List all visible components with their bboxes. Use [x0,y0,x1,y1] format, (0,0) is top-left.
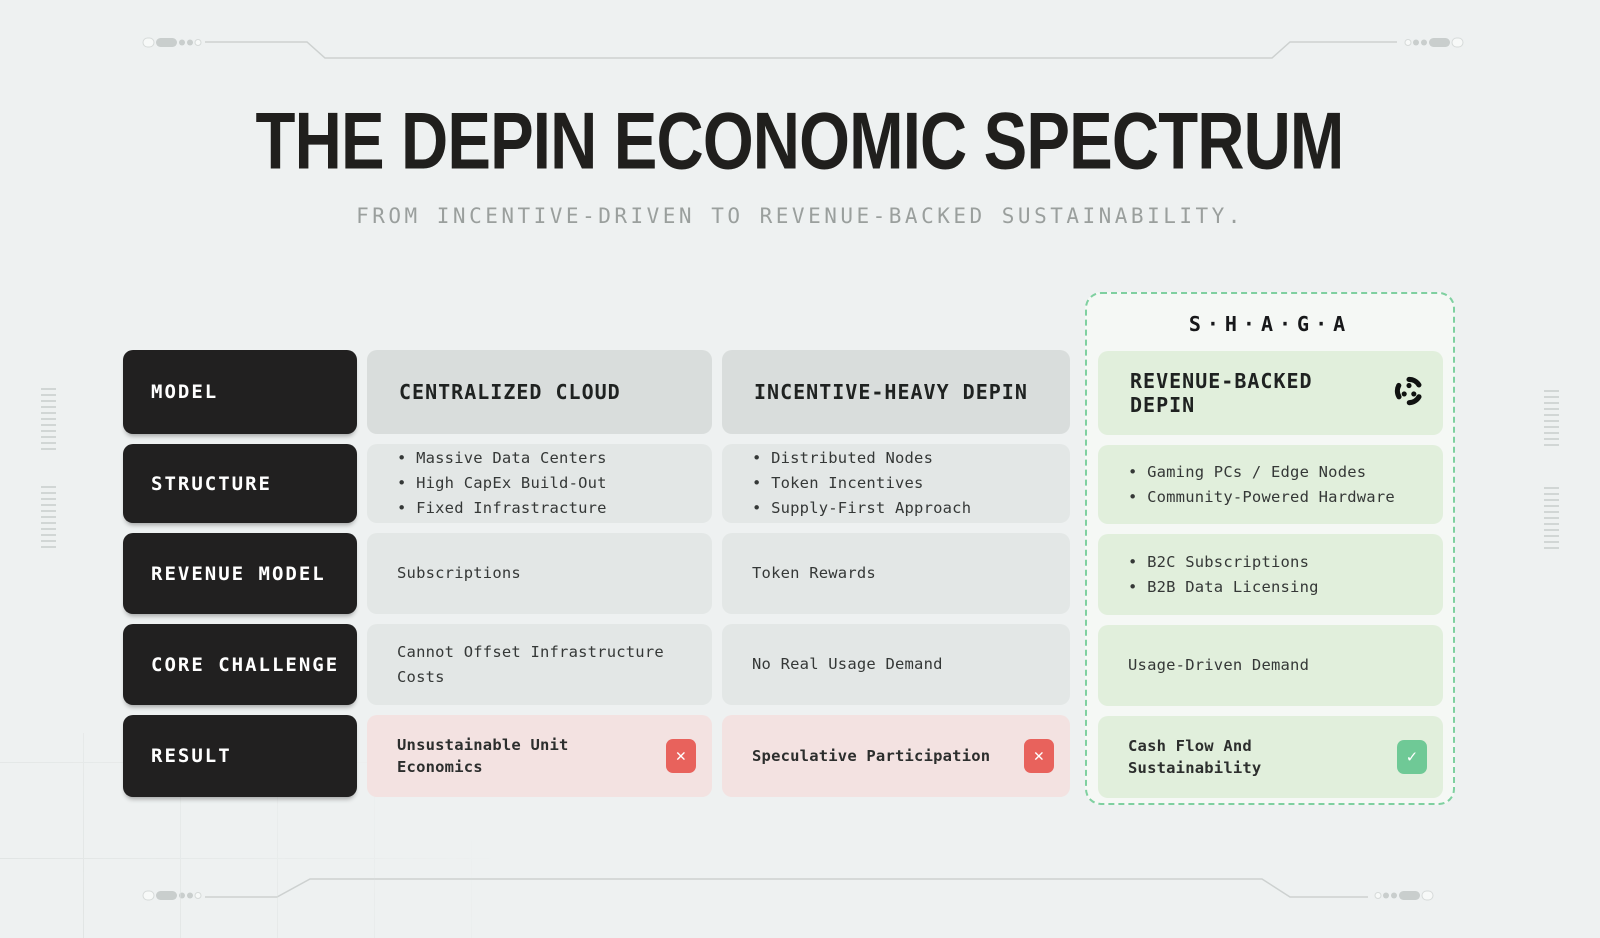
x-icon: ✕ [666,739,696,773]
row-label-revenue-model: REVENUE MODEL [123,533,357,614]
row-label-core-challenge: CORE CHALLENGE [123,624,357,705]
check-icon: ✓ [1397,740,1427,774]
result-text: Unsustainable Unit Economics [397,735,569,776]
core-challenge-cell: Cannot Offset Infrastructure Costs [367,624,712,705]
row-label-column: MODEL STRUCTURE REVENUE MODEL CORE CHALL… [123,350,357,797]
structure-cell: Distributed NodesToken IncentivesSupply-… [722,444,1070,523]
revenue-model-cell: Subscriptions [367,533,712,614]
barcode-decoration-left-1 [41,388,56,450]
result-text: Speculative Participation [752,746,991,765]
column-revenue-backed-depin: REVENUE-BACKED DEPIN Gaming PC [1098,351,1443,798]
barcode-decoration-right-1 [1544,390,1559,450]
bullet-item: Fixed Infrastracture [397,496,607,521]
column-header: CENTRALIZED CLOUD [367,350,712,434]
x-icon: ✕ [1024,739,1054,773]
page-title: THE DEPIN ECONOMIC SPECTRUM [256,96,1345,187]
row-label-structure: STRUCTURE [123,444,357,523]
bullet-item: Massive Data Centers [397,446,607,471]
shaga-highlight-panel: S·H·A·G·A REVENUE-BACKED DEPIN [1085,292,1455,805]
pill-decoration-bottom-right [1374,890,1434,901]
bullet-item: Supply-First Approach [752,496,971,521]
column-header: REVENUE-BACKED DEPIN [1098,351,1443,435]
column-incentive-heavy-depin: INCENTIVE-HEAVY DEPIN Distributed NodesT… [722,350,1070,797]
column-header: INCENTIVE-HEAVY DEPIN [722,350,1070,434]
bullet-item: Token Incentives [752,471,971,496]
barcode-decoration-right-2 [1544,487,1559,549]
revenue-model-cell: Token Rewards [722,533,1070,614]
core-challenge-cell: No Real Usage Demand [722,624,1070,705]
shaga-logo-text: S·H·A·G·A [1188,312,1352,336]
row-label-result: RESULT [123,715,357,797]
bullet-item: High CapEx Build-Out [397,471,607,496]
bullet-item: B2C Subscriptions [1128,550,1319,575]
core-challenge-cell: Usage-Driven Demand [1098,625,1443,706]
result-text: Cash Flow And Sustainability [1128,736,1262,777]
revenue-model-cell: B2C SubscriptionsB2B Data Licensing [1098,534,1443,615]
result-cell: Cash Flow And Sustainability ✓ [1098,716,1443,798]
bullet-item: Gaming PCs / Edge Nodes [1128,460,1395,485]
column-header-text: REVENUE-BACKED DEPIN [1130,369,1313,417]
bullet-item: B2B Data Licensing [1128,575,1319,600]
structure-cell: Massive Data CentersHigh CapEx Build-Out… [367,444,712,523]
bullet-item: Distributed Nodes [752,446,971,471]
barcode-decoration-left-2 [41,486,56,548]
result-cell: Unsustainable Unit Economics ✕ [367,715,712,797]
structure-cell: Gaming PCs / Edge NodesCommunity-Powered… [1098,445,1443,524]
pill-decoration-top-left [142,37,202,48]
bullet-item: Community-Powered Hardware [1128,485,1395,510]
result-cell: Speculative Participation ✕ [722,715,1070,797]
page-subtitle: FROM INCENTIVE-DRIVEN TO REVENUE-BACKED … [356,204,1244,228]
pill-decoration-top-right [1404,37,1464,48]
column-centralized-cloud: CENTRALIZED CLOUD Massive Data CentersHi… [367,350,712,797]
shaga-triskelion-icon [1393,375,1425,412]
row-label-model: MODEL [123,350,357,434]
